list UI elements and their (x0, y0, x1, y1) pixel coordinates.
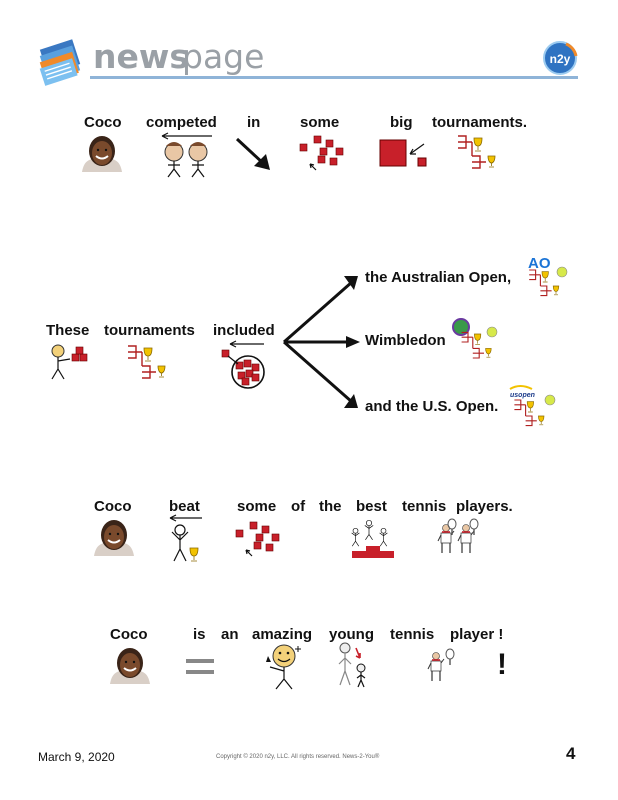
word-some: some (300, 114, 340, 131)
word-included: included (213, 322, 275, 339)
word-of: of (291, 498, 306, 515)
compete-icon (161, 132, 212, 178)
us-open-icon: usopen (509, 385, 556, 427)
wimbledon-icon (452, 318, 498, 359)
word-player: player ! (450, 626, 504, 643)
usopen-logo-text: usopen (510, 392, 535, 399)
these-icon (51, 344, 88, 380)
tournament-bracket-icon (457, 135, 496, 169)
word-the: the (319, 498, 342, 515)
header-divider (90, 76, 578, 79)
tournament-bracket-icon-2 (127, 345, 166, 379)
footer-date: March 9, 2020 (38, 750, 115, 764)
word-competed: competed (146, 114, 217, 131)
footer-copyright: Copyright © 2020 n2y, LLC. All rights re… (216, 754, 380, 760)
coco-photo-icon-3 (93, 519, 135, 557)
equals-icon (186, 659, 214, 674)
word-coco: Coco (84, 114, 122, 131)
australian-open-icon: AO (528, 255, 568, 297)
young-icon (338, 642, 366, 688)
branch-us-open: and the U.S. Open. (365, 398, 499, 415)
word-coco-3: Coco (94, 498, 132, 515)
word-coco-4: Coco (110, 626, 148, 643)
n2y-logo-icon: n2y (543, 41, 578, 75)
word-tennis-4: tennis (390, 626, 435, 643)
word-some-3: some (237, 498, 277, 515)
word-beat: beat (169, 498, 200, 515)
branch-australian-open: the Australian Open, (365, 269, 512, 286)
word-tournaments: tournaments. (432, 114, 528, 131)
page-number: 4 (566, 744, 576, 763)
exclamation-icon: ! (497, 648, 507, 681)
coco-photo-icon-4 (109, 647, 151, 685)
amazing-icon (266, 644, 301, 690)
coco-photo-icon (81, 135, 123, 173)
in-arrow-icon (235, 137, 270, 170)
some-blocks-icon (299, 135, 344, 171)
branch-wimbledon: Wimbledon (365, 332, 446, 349)
word-tournaments-2: tournaments (104, 322, 195, 339)
word-an: an (221, 626, 239, 643)
header-title-bold: news (93, 37, 190, 76)
header-title-light: page (182, 37, 265, 76)
best-podium-icon (351, 519, 394, 558)
word-big: big (390, 114, 413, 131)
word-tennis: tennis (402, 498, 447, 515)
ao-logo-text: AO (528, 255, 551, 272)
word-best: best (356, 498, 387, 515)
word-these: These (46, 322, 90, 339)
word-players: players. (456, 498, 513, 515)
word-amazing: amazing (252, 626, 313, 643)
included-icon (221, 340, 265, 389)
word-is: is (193, 626, 206, 643)
tennis-player-icon (427, 648, 455, 682)
newspaper-icon (39, 39, 81, 86)
n2y-logo-text: n2y (550, 52, 571, 66)
word-in: in (247, 114, 261, 131)
beat-icon (169, 514, 202, 562)
some-blocks-icon-3 (235, 521, 280, 557)
tennis-players-icon (437, 518, 479, 554)
branch-arrows (283, 276, 360, 408)
big-block-icon (379, 139, 427, 167)
word-young: young (329, 626, 374, 643)
